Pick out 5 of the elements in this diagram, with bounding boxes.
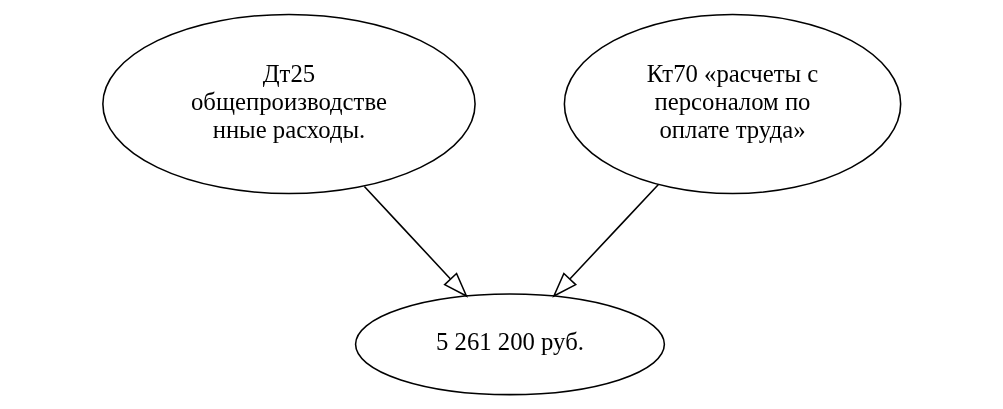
arrow (551, 183, 659, 298)
arrow (363, 185, 468, 298)
node-ellipse: Дт25 общепроизводстве нные расходы. (101, 13, 476, 195)
node-ellipse: 5 261 200 руб. (354, 293, 665, 396)
node-ellipse: Кт70 «расчеты с персоналом по оплате труда» (563, 13, 901, 195)
